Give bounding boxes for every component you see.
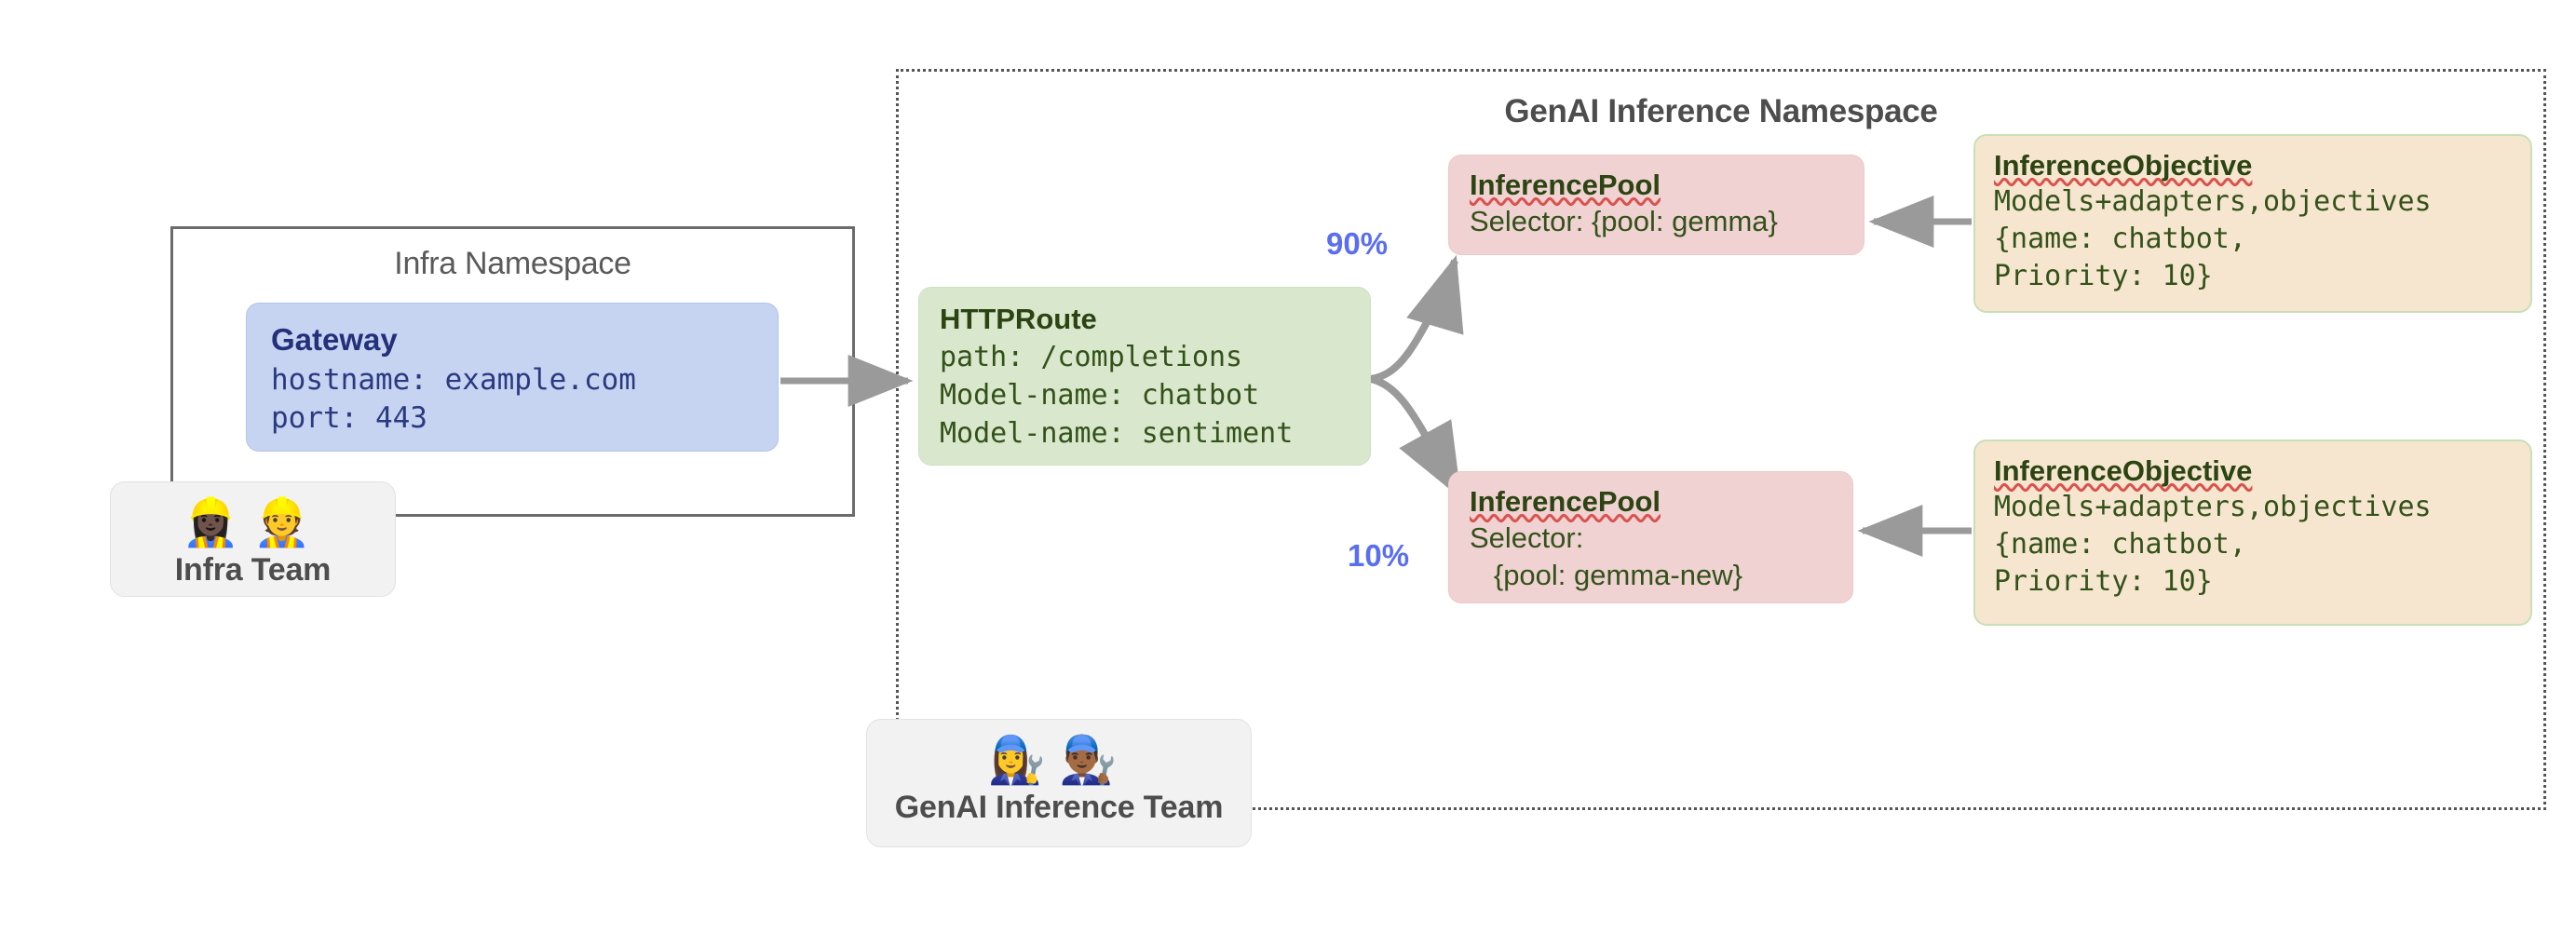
- gateway-port: port: 443: [271, 401, 427, 436]
- inferenceobjective-top-title: InferenceObjective: [1994, 149, 2253, 182]
- inferenceobjective-bottom-models: Models+adapters,objectives: [1994, 491, 2432, 523]
- construction-worker-icons: 👷🏿‍♀️👷: [182, 495, 324, 549]
- inferencepool-bottom-selector-value: {pool: gemma-new}: [1470, 559, 1742, 592]
- inferenceobjective-bottom-title: InferenceObjective: [1994, 454, 2253, 487]
- inferencepool-node-gemma[interactable]: InferencePool Selector: {pool: gemma}: [1448, 155, 1864, 255]
- gateway-node[interactable]: Gateway hostname: example.com port: 443: [246, 303, 779, 452]
- inferenceobjective-top-priority: Priority: 10}: [1994, 259, 2213, 292]
- httproute-path: path: /completions: [940, 341, 1243, 373]
- inferencepool-bottom-title: InferencePool: [1470, 485, 1661, 518]
- httproute-title: HTTPRoute: [940, 303, 1097, 335]
- traffic-weight-90: 90%: [1326, 226, 1389, 261]
- namespace-genai-inference-label: GenAI Inference Namespace: [1504, 93, 1938, 129]
- inferenceobjective-node-bottom[interactable]: InferenceObjective Models+adapters,objec…: [1973, 439, 2532, 626]
- gateway-hostname: hostname: example.com: [271, 363, 636, 397]
- inferencepool-top-selector: Selector: {pool: gemma}: [1470, 205, 1778, 237]
- team-infra-label: Infra Team: [174, 552, 332, 588]
- team-card-genai-inference[interactable]: 👩‍🔧👨🏾‍🔧 GenAI Inference Team: [866, 719, 1252, 847]
- gateway-title: Gateway: [271, 322, 398, 357]
- traffic-weight-10: 10%: [1348, 538, 1410, 573]
- inferenceobjective-bottom-name: {name: chatbot,: [1994, 527, 2246, 561]
- inferenceobjective-top-name: {name: chatbot,: [1994, 222, 2246, 255]
- inferenceobjective-bottom-priority: Priority: 10}: [1994, 564, 2213, 598]
- inferenceobjective-node-top[interactable]: InferenceObjective Models+adapters,objec…: [1973, 134, 2532, 313]
- namespace-infra-label: Infra Namespace: [394, 246, 631, 281]
- inferencepool-top-title: InferencePool: [1470, 169, 1661, 201]
- team-card-infra[interactable]: 👷🏿‍♀️👷 Infra Team: [110, 481, 396, 597]
- inferencepool-bottom-selector-label: Selector:: [1470, 521, 1584, 554]
- inferenceobjective-top-models: Models+adapters,objectives: [1994, 185, 2432, 218]
- inferencepool-node-gemma-new[interactable]: InferencePool Selector: {pool: gemma-new…: [1448, 471, 1853, 603]
- team-genai-label: GenAI Inference Team: [894, 790, 1224, 825]
- httproute-model-name-sentiment: Model-name: sentiment: [940, 417, 1294, 451]
- namespace-genai-inference: [896, 69, 2546, 810]
- httproute-model-name-chatbot: Model-name: chatbot: [940, 379, 1260, 412]
- mechanic-icons: 👩‍🔧👨🏾‍🔧: [987, 733, 1131, 787]
- httproute-node[interactable]: HTTPRoute path: /completions Model-name:…: [918, 287, 1371, 466]
